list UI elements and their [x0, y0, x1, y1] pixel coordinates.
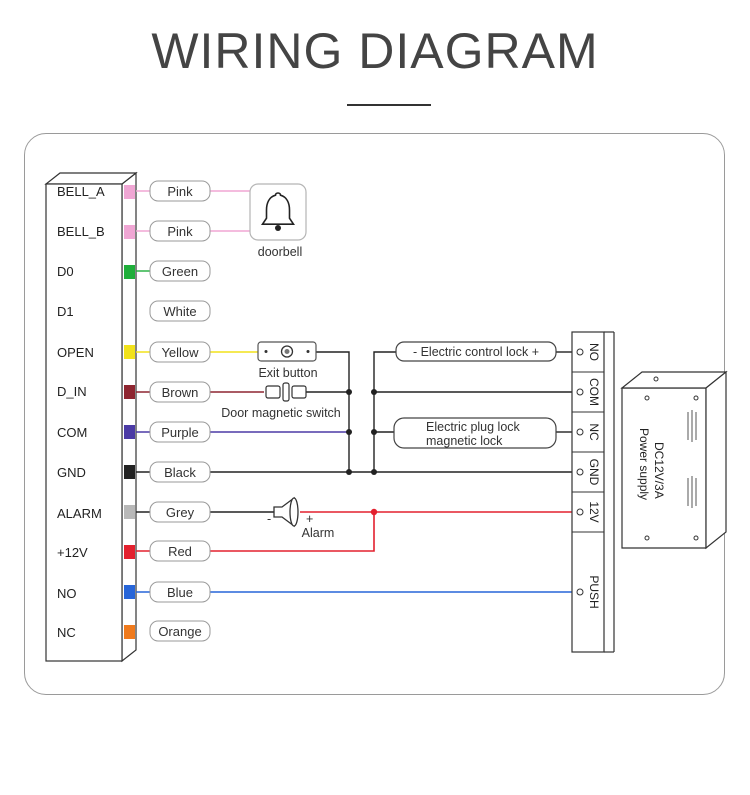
electric-control-lock-label: - Electric control lock +: [413, 345, 539, 359]
door-magnetic-switch: Door magnetic switch: [221, 382, 341, 420]
color-swatch: [124, 505, 135, 519]
color-swatch: [124, 465, 135, 479]
alarm-minus: -: [267, 512, 271, 526]
terminal-label: BELL_B: [57, 224, 105, 239]
wire-pills: Pink Pink Green White Yellow Brown Purpl…: [149, 180, 211, 642]
terminal-label: OPEN: [57, 345, 94, 360]
doorbell: doorbell: [249, 183, 307, 259]
junction-dots: [346, 389, 378, 516]
power-terminal-label: COM: [587, 378, 601, 406]
terminal-label: NO: [57, 586, 77, 601]
color-swatch: [124, 265, 135, 279]
exit-button: Exit button: [257, 341, 318, 380]
alarm-plus: +: [306, 512, 313, 526]
color-swatch: [124, 385, 135, 399]
electric-plug-lock: Electric plug lock magnetic lock: [393, 417, 557, 449]
color-swatch: [124, 625, 135, 639]
terminal-colors: [124, 185, 135, 639]
color-swatch: [124, 585, 135, 599]
power-supply-name: Power supply: [637, 428, 651, 500]
electric-plug-lock-label-line2: magnetic lock: [426, 434, 503, 448]
title-underline: [347, 104, 431, 106]
wire-color-label: Orange: [158, 624, 201, 639]
wire-color-label: Purple: [161, 425, 199, 440]
terminal-label: NC: [57, 625, 76, 640]
power-terminal-strip: NO COM NC GND 12V PUSH: [571, 331, 615, 653]
terminal-labels: BELL_A BELL_B D0 D1 OPEN D_IN COM GND AL…: [57, 184, 105, 640]
page-title: WIRING DIAGRAM: [151, 23, 599, 79]
bell-icon: [261, 192, 295, 231]
color-swatch: [124, 425, 135, 439]
wire-color-label: Grey: [166, 505, 195, 520]
alarm-siren: - + Alarm: [267, 496, 335, 540]
exit-button-label: Exit button: [258, 366, 317, 380]
wire-lock-bus: [373, 351, 396, 472]
terminal-label: ALARM: [57, 506, 102, 521]
electric-plug-lock-label-line1: Electric plug lock: [426, 420, 521, 434]
wire-color-label: Blue: [167, 585, 193, 600]
wire-color-label: Pink: [167, 224, 193, 239]
wire-12v: [136, 512, 375, 552]
door-magnetic-switch-label: Door magnetic switch: [221, 406, 341, 420]
wire-color-label: Yellow: [161, 345, 199, 360]
wire-color-label: Black: [164, 465, 196, 480]
wire-color-label: Pink: [167, 184, 193, 199]
alarm-label: Alarm: [302, 526, 335, 540]
doorbell-label: doorbell: [258, 245, 302, 259]
color-swatch: [124, 185, 135, 199]
power-terminal-label: 12V: [587, 501, 601, 522]
wire-color-label: Red: [168, 544, 192, 559]
power-terminal-label: PUSH: [587, 575, 601, 608]
color-swatch: [124, 305, 135, 319]
terminal-label: COM: [57, 425, 87, 440]
power-terminal-label: NO: [587, 343, 601, 361]
power-supply-rating: DC12V/3A: [652, 442, 666, 499]
terminal-label: D0: [57, 264, 74, 279]
terminal-label: D1: [57, 304, 74, 319]
power-terminal-label: GND: [587, 459, 601, 486]
terminal-label: D_IN: [57, 384, 87, 399]
wire-color-label: Green: [162, 264, 198, 279]
power-terminal-label: NC: [587, 423, 601, 441]
electric-control-lock: - Electric control lock +: [395, 341, 557, 362]
terminal-label: GND: [57, 465, 86, 480]
color-swatch: [124, 225, 135, 239]
terminal-label: BELL_A: [57, 184, 105, 199]
power-supply: DC12V/3A Power supply: [620, 370, 728, 550]
wire-color-label: White: [163, 304, 196, 319]
terminal-label: +12V: [57, 545, 88, 560]
color-swatch: [124, 345, 135, 359]
color-swatch: [124, 545, 135, 559]
controller-block: [44, 171, 138, 663]
wire-color-label: Brown: [162, 385, 199, 400]
